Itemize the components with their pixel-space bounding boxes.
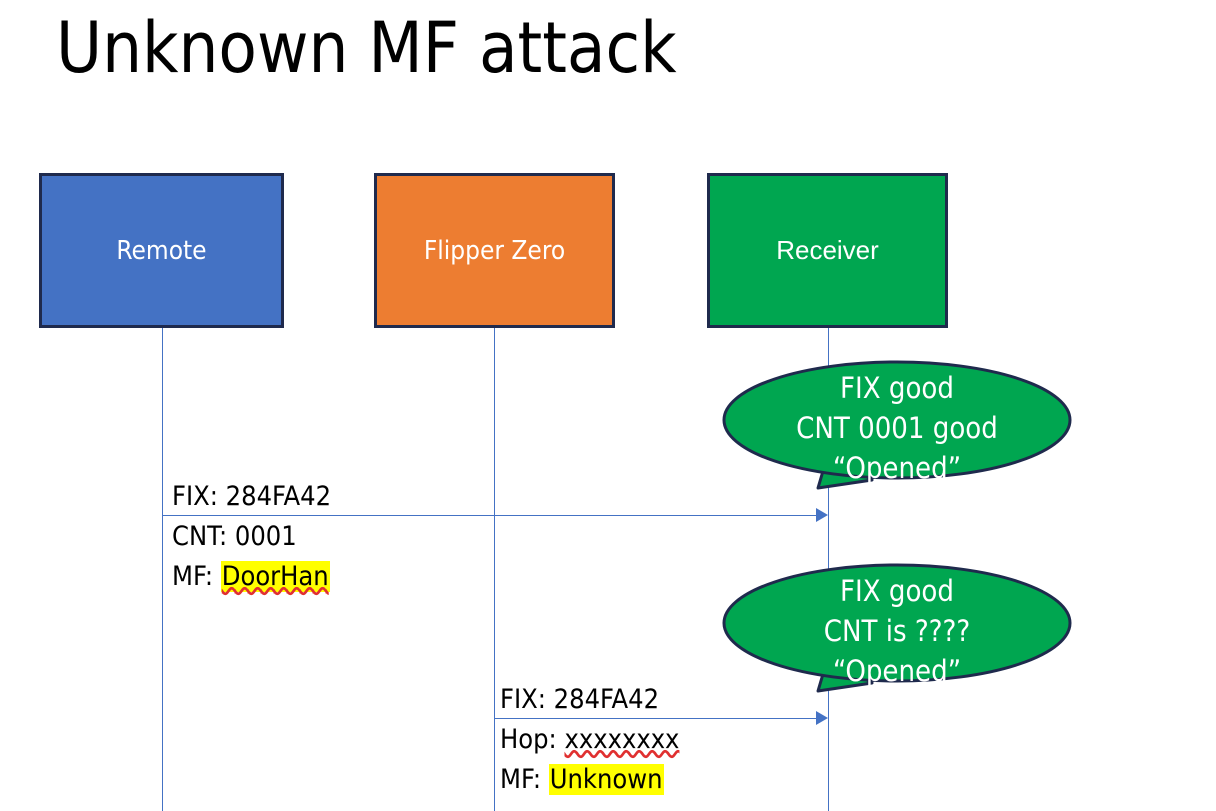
message-line-1-label: FIX: xyxy=(172,481,226,512)
message-line-1-label: FIX: xyxy=(500,684,554,715)
message-line-flipper-to-receiver xyxy=(494,718,822,719)
message-line-1: FIX: 284FA42 xyxy=(172,477,331,517)
message-line-3-label: MF: xyxy=(500,764,549,795)
actor-label-receiver: Receiver xyxy=(776,235,879,265)
message-line-2-value: xxxxxxxx xyxy=(564,724,680,755)
message-label-remote-to-receiver: FIX: 284FA42 CNT: 0001 MF: DoorHan xyxy=(172,477,331,597)
actor-label-flipper: Flipper Zero xyxy=(423,235,566,266)
actor-box-receiver[interactable]: Receiver xyxy=(707,173,948,328)
message-label-flipper-to-receiver: FIX: 284FA42 Hop: xxxxxxxx MF: Unknown xyxy=(500,680,679,800)
message-line-1-value: 284FA42 xyxy=(553,684,660,715)
message-arrowhead-remote-to-receiver xyxy=(816,508,828,522)
message-line-1: FIX: 284FA42 xyxy=(500,680,679,720)
lifeline-remote xyxy=(162,327,163,811)
message-line-3-label: MF: xyxy=(172,561,221,592)
message-line-2-label: CNT: xyxy=(172,521,235,552)
message-line-2-value: 0001 xyxy=(234,521,297,552)
message-line-3-value: Unknown xyxy=(548,764,664,795)
callout-first-shape xyxy=(722,360,1072,490)
message-line-1-value: 284FA42 xyxy=(225,481,332,512)
callout-first[interactable]: FIX good CNT 0001 good “Opened” xyxy=(722,358,1072,518)
message-line-3-value: DoorHan xyxy=(220,561,330,592)
message-line-3: MF: Unknown xyxy=(500,760,679,800)
message-line-3: MF: DoorHan xyxy=(172,557,331,597)
callout-second-shape xyxy=(722,563,1072,693)
callout-second[interactable]: FIX good CNT is ???? “Opened” xyxy=(722,561,1072,721)
actor-box-remote[interactable]: Remote xyxy=(39,173,284,328)
message-line-2: CNT: 0001 xyxy=(172,517,331,557)
actor-label-remote: Remote xyxy=(116,235,207,266)
message-line-remote-to-receiver xyxy=(162,515,822,516)
message-line-2-label: Hop: xyxy=(500,724,565,755)
message-line-2: Hop: xxxxxxxx xyxy=(500,720,679,760)
lifeline-flipper xyxy=(494,327,495,811)
actor-box-flipper[interactable]: Flipper Zero xyxy=(374,173,615,328)
page-title: Unknown MF attack xyxy=(56,7,677,89)
message-arrowhead-flipper-to-receiver xyxy=(816,711,828,725)
